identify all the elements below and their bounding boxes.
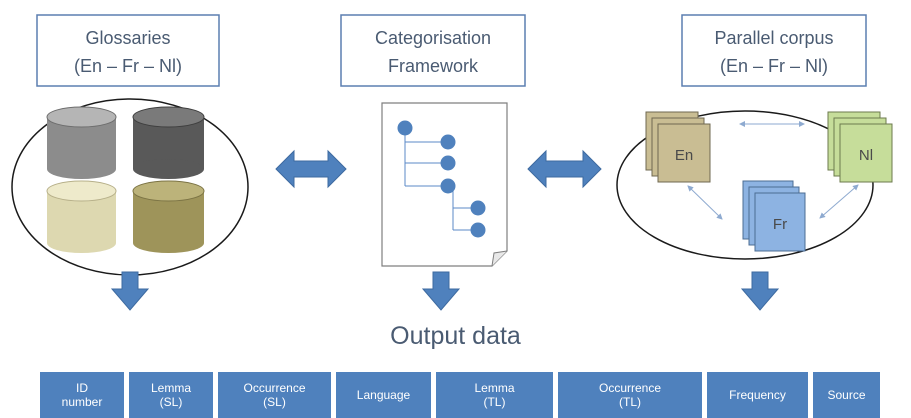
- header-language: Language: [336, 372, 431, 418]
- framework-document-icon: [381, 102, 508, 267]
- database-icon-beige: [46, 180, 117, 253]
- double-arrow-icon-left: [275, 149, 347, 189]
- database-icon-olive: [132, 180, 205, 253]
- document-stack-fr: Fr: [742, 180, 806, 252]
- header-occurrence-tl: Occurrence (TL): [558, 372, 702, 418]
- framework-subtitle: Framework: [388, 56, 479, 76]
- corpus-connectors: [687, 121, 859, 220]
- down-arrow-icon-left: [110, 271, 150, 311]
- header-lemma-tl: Lemma (TL): [436, 372, 553, 418]
- document-stack-nl: Nl: [827, 111, 893, 183]
- corpus-title: Parallel corpus: [714, 28, 833, 48]
- document-label-en: En: [675, 147, 693, 164]
- glossaries-box: Glossaries (En – Fr – Nl): [36, 14, 220, 87]
- output-table-header-row: ID number Lemma (SL) Occurrence (SL) Lan…: [0, 372, 911, 418]
- header-frequency: Frequency: [707, 372, 808, 418]
- corpus-ellipse: [616, 110, 874, 260]
- corpus-languages: (En – Fr – Nl): [720, 56, 828, 76]
- header-id-number: ID number: [40, 372, 124, 418]
- document-stack-en: En: [645, 111, 711, 183]
- down-arrow-icon-center: [421, 271, 461, 311]
- header-lemma-sl: Lemma (SL): [129, 372, 213, 418]
- framework-title: Categorisation: [375, 28, 491, 48]
- header-occurrence-sl: Occurrence (SL): [218, 372, 331, 418]
- framework-box: Categorisation Framework: [340, 14, 526, 87]
- database-icon-dark: [132, 106, 205, 179]
- document-label-nl: Nl: [859, 147, 873, 164]
- double-arrow-icon-right: [527, 149, 602, 189]
- glossaries-title: Glossaries: [85, 28, 170, 48]
- database-icon-gray: [46, 106, 117, 179]
- output-data-title: Output data: [390, 322, 521, 350]
- document-label-fr: Fr: [773, 216, 787, 233]
- header-source: Source: [813, 372, 880, 418]
- down-arrow-icon-right: [740, 271, 780, 311]
- glossaries-languages: (En – Fr – Nl): [74, 56, 182, 76]
- corpus-box: Parallel corpus (En – Fr – Nl): [681, 14, 867, 87]
